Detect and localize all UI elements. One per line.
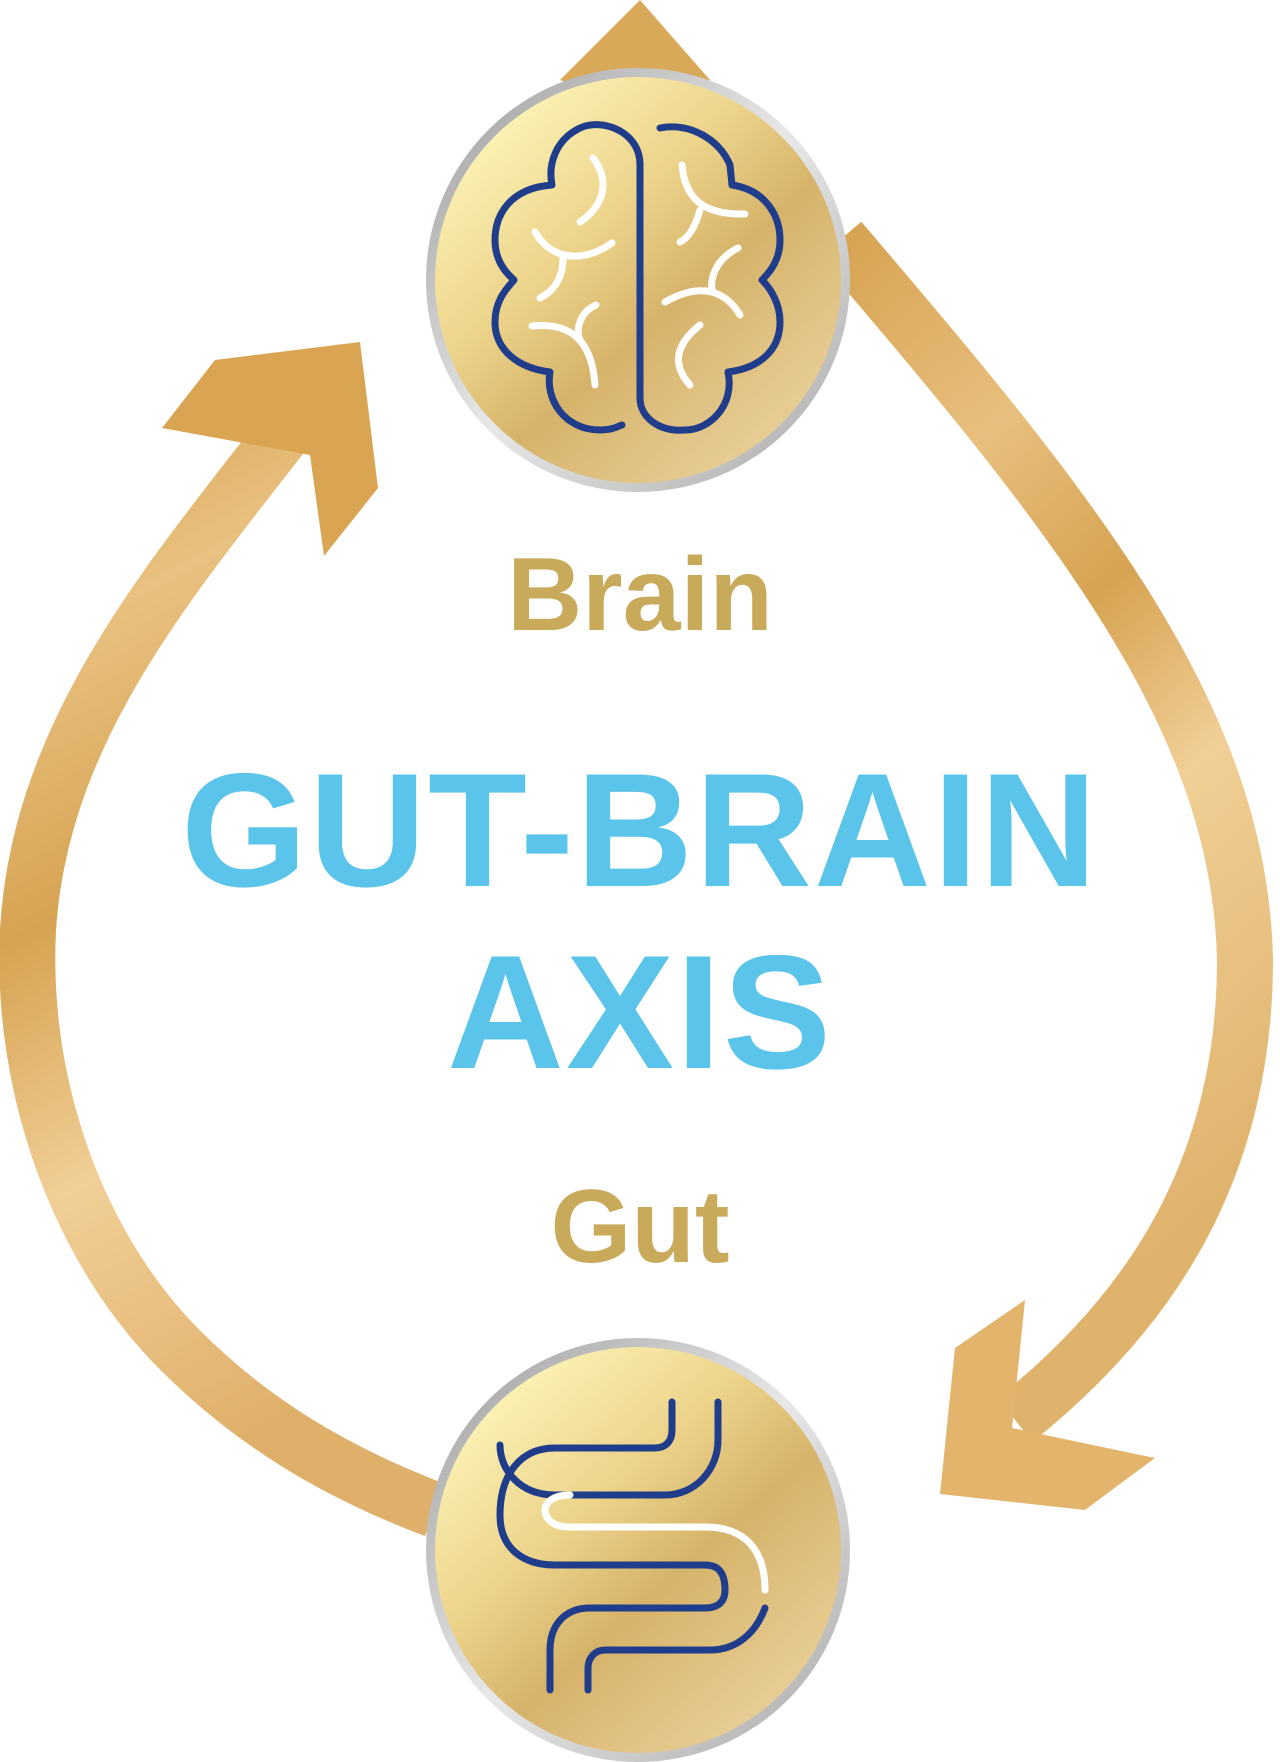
arrow-brain-to-gut (818, 221, 1274, 1510)
arrowhead-gut (940, 1300, 1155, 1510)
brain-node (426, 68, 850, 492)
page-title: GUT-BRAIN AXIS (0, 740, 1280, 1104)
gut-label: Gut (550, 1169, 730, 1285)
gut-node (426, 1338, 850, 1762)
brain-icon (491, 121, 784, 434)
intestine-icon (496, 1398, 769, 1694)
brain-label: Brain (507, 537, 773, 653)
arrowhead-brain (162, 342, 378, 556)
title-line-1: GUT-BRAIN (181, 740, 1099, 921)
arrow-gut-to-brain (0, 342, 445, 1537)
title-line-2: AXIS (446, 922, 834, 1103)
